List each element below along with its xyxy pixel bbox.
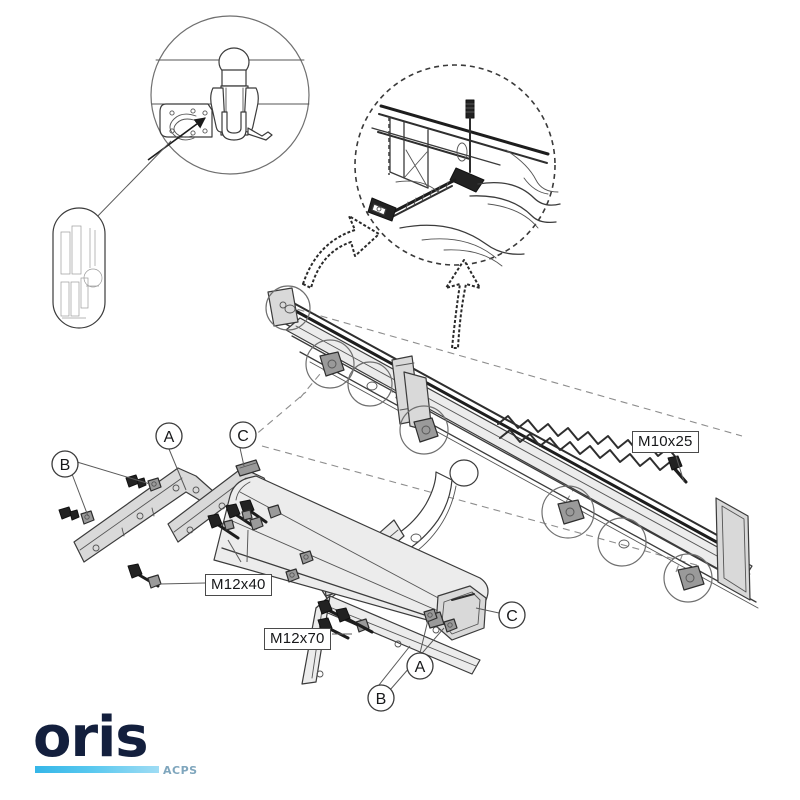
callout-a-lower: A xyxy=(406,652,434,680)
svg-text:A: A xyxy=(415,659,426,676)
part-label-m10x25: M10x25 xyxy=(632,431,699,454)
detail-view-bolt-fixing xyxy=(354,64,561,267)
svg-text:B: B xyxy=(376,691,387,708)
callout-c-upper: C xyxy=(229,421,257,449)
arrow-to-towball-detail xyxy=(302,215,380,289)
svg-text:C: C xyxy=(237,428,249,445)
svg-text:B: B xyxy=(60,457,71,474)
fastener-m12x40 xyxy=(127,499,268,589)
part-label-m12x40: M12x40 xyxy=(205,574,272,597)
callout-a-upper: A xyxy=(155,422,183,450)
brand-underline-bar xyxy=(35,766,159,773)
brand-wordmark: oris xyxy=(33,705,149,770)
mount-points xyxy=(265,285,713,603)
svg-text:C: C xyxy=(506,608,518,625)
fasteners xyxy=(58,474,458,640)
crossbeam-assembly xyxy=(239,285,759,609)
bracket-c-upper xyxy=(235,459,261,477)
fastener-b-upper xyxy=(58,474,162,525)
brand-logo: oris ACPS xyxy=(33,710,197,778)
arrow-to-bolt-detail xyxy=(445,259,481,349)
part-label-m12x70: M12x70 xyxy=(264,628,331,651)
callout-c-lower: C xyxy=(498,601,526,629)
fastener-m12x70 xyxy=(249,504,374,634)
info-plate xyxy=(52,207,106,329)
callout-b-upper: B xyxy=(51,450,79,478)
leader-plate-to-detail xyxy=(91,140,172,223)
brand-subtext: ACPS xyxy=(163,764,198,777)
detail-view-towball-mount xyxy=(147,15,310,175)
fastener-b-lower xyxy=(423,608,458,633)
callout-b-lower: B xyxy=(367,684,395,712)
svg-text:A: A xyxy=(164,429,175,446)
